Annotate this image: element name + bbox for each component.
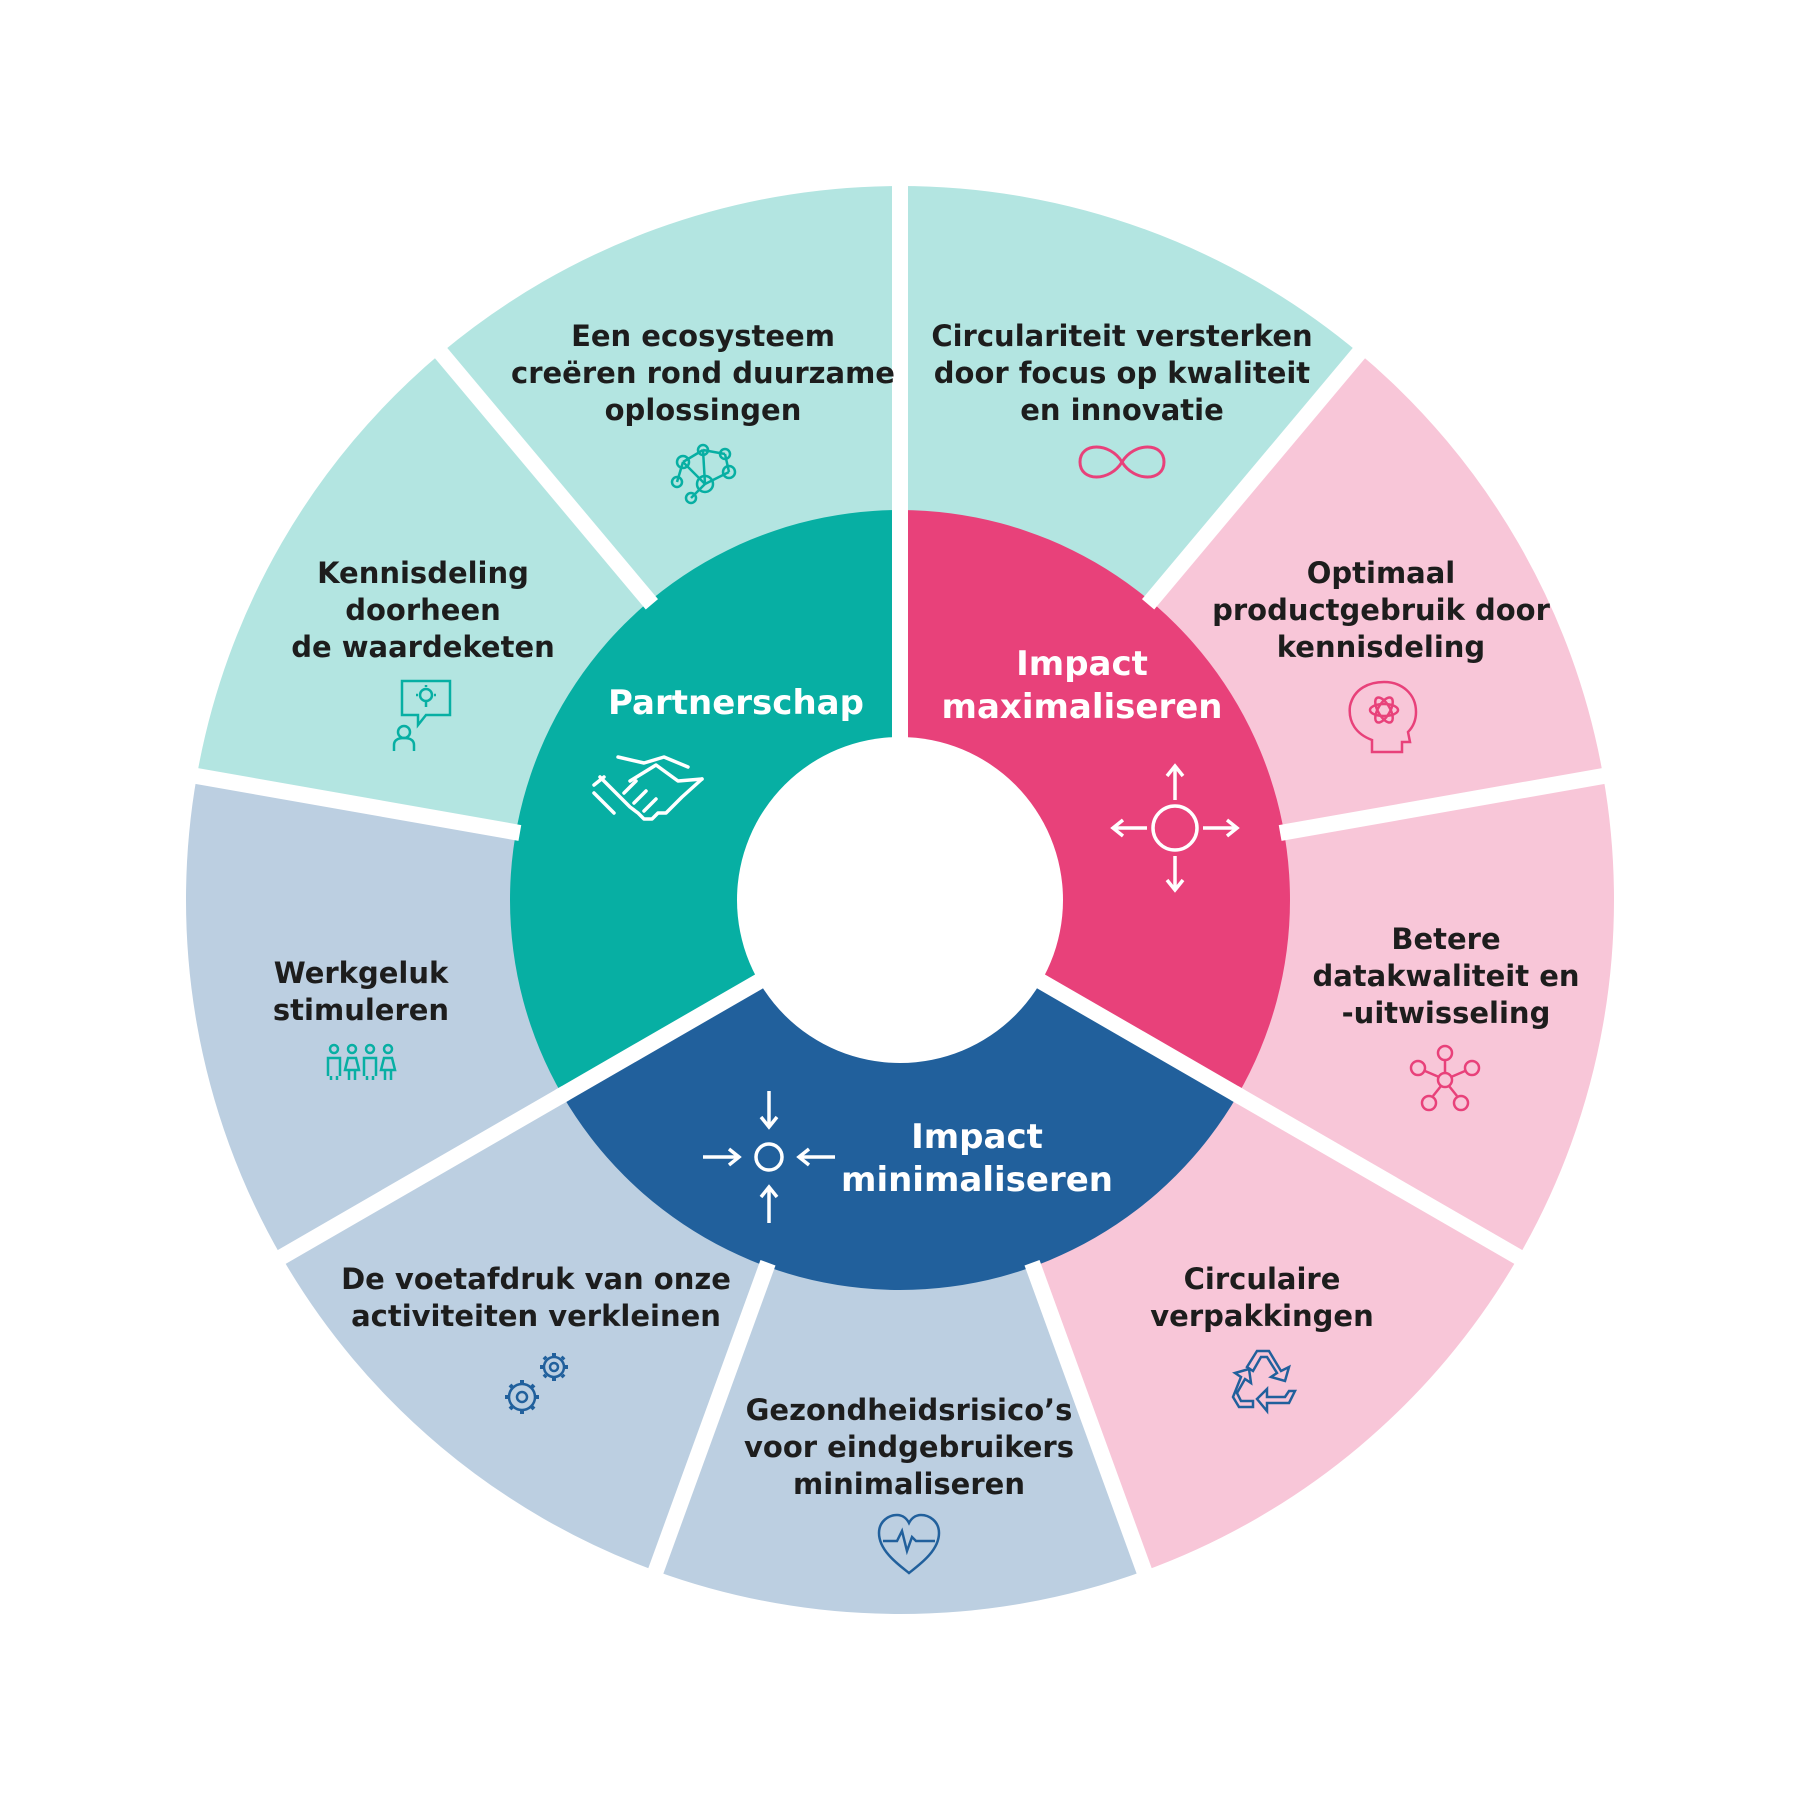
inner-ring (510, 510, 1290, 1290)
segment-separator (272, 1086, 570, 1267)
idea-presenter-icon (392, 679, 452, 751)
segment-ecosysteem (900, 186, 1359, 603)
segment-productgebruik (1236, 776, 1614, 1257)
infinity-icon (1078, 445, 1166, 479)
segment-separator (431, 343, 659, 610)
network-icon (670, 443, 737, 505)
segment-separator (1230, 1086, 1528, 1267)
heart-pulse-icon (877, 1513, 941, 1575)
people-icon (326, 1043, 397, 1080)
segment-voetafdruk (185, 776, 564, 1257)
core-maximaliseren (900, 510, 1290, 1095)
segment-separator (1024, 1259, 1154, 1580)
segment-separator (1141, 343, 1369, 610)
segment-separator (1278, 767, 1611, 841)
segment-datakwaliteit (1032, 1094, 1519, 1571)
core-separator (554, 972, 767, 1104)
center-hole (737, 737, 1063, 1063)
arrows-in-icon (703, 1091, 835, 1223)
segment-gezondheidsrisicos (281, 1094, 768, 1571)
gears-icon (505, 1353, 568, 1414)
recycle-icon (1231, 1349, 1298, 1415)
segment-separator (189, 767, 522, 841)
molecule-icon (1409, 1044, 1481, 1112)
head-atom-icon (1348, 680, 1418, 754)
segment-separator (646, 1259, 776, 1580)
handshake-icon (592, 755, 704, 821)
separators (189, 180, 1611, 1580)
arrows-out-icon (1110, 763, 1240, 893)
core-partnerschap (510, 510, 900, 1095)
segment-kennisdeling (441, 186, 900, 603)
outer-ring (185, 186, 1614, 1615)
core-separator (1033, 972, 1246, 1104)
segment-verpakkingen (655, 1264, 1145, 1615)
core-minimaliseren (562, 980, 1238, 1290)
